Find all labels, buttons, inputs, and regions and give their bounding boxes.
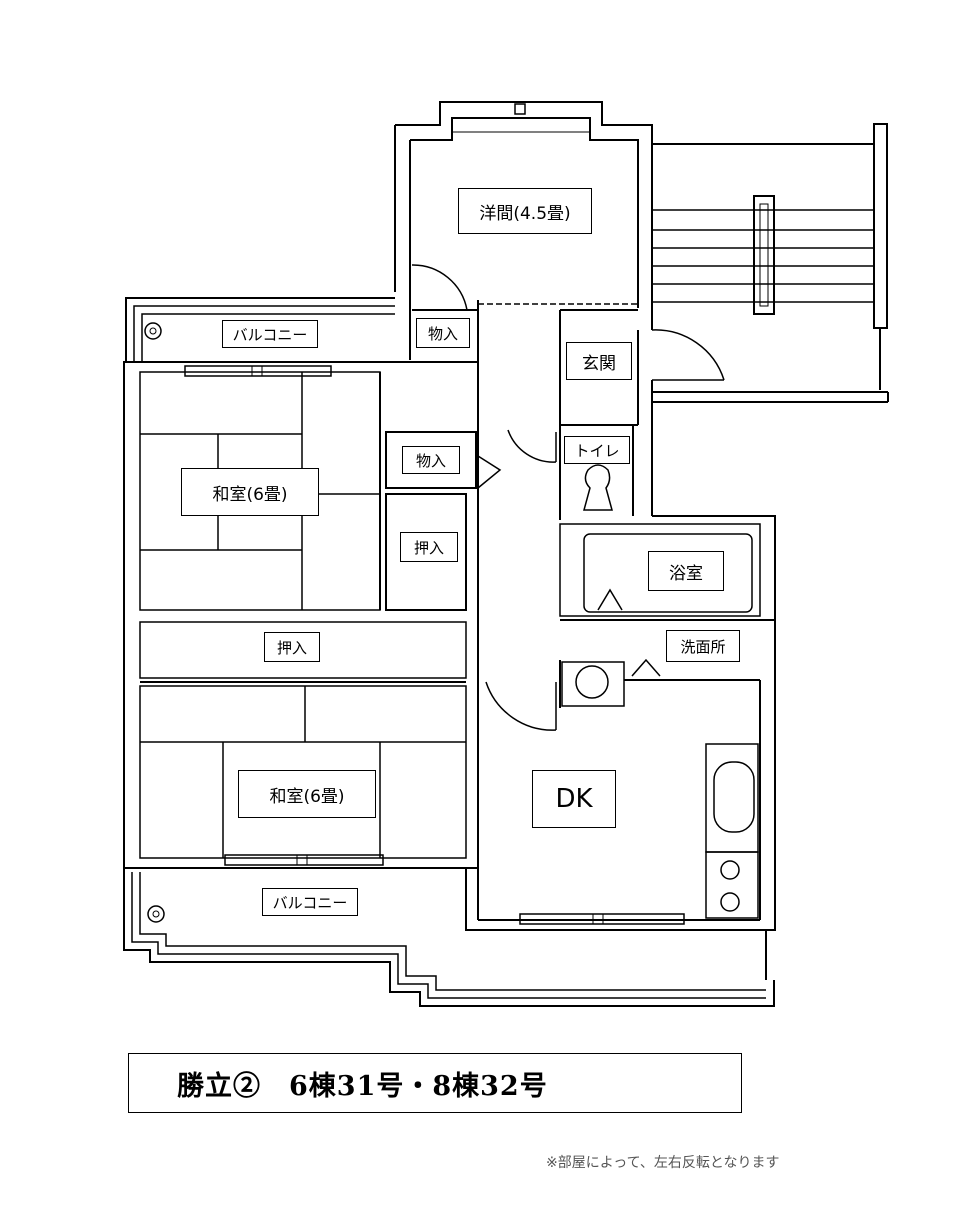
mirror-note: ※部屋によって、左右反転となります — [546, 1155, 780, 1171]
label-balcony-bottom: バルコニー — [262, 888, 358, 916]
building-caption: 勝立② 6棟31号・8棟32号 — [128, 1053, 742, 1113]
entrance-toilet-walls — [507, 309, 725, 520]
label-japanese-room-low: 和室(6畳) — [238, 770, 376, 818]
label-storage-mid: 物入 — [402, 446, 460, 474]
label-storage-top: 物入 — [416, 318, 470, 348]
label-toilet: トイレ — [564, 436, 630, 464]
label-western-room: 洋間(4.5畳) — [458, 188, 592, 234]
stairs — [652, 123, 889, 403]
label-closet-mid: 押入 — [400, 532, 458, 562]
label-bath: 浴室 — [648, 551, 724, 591]
western-room-walls — [394, 101, 653, 362]
bath-dk-walls — [465, 515, 776, 980]
balcony-bottom-outline — [123, 868, 775, 1007]
label-balcony-top: バルコニー — [222, 320, 318, 348]
label-dk: DK — [532, 770, 616, 828]
label-japanese-room-top: 和室(6畳) — [181, 468, 319, 516]
label-washroom: 洗面所 — [666, 630, 740, 662]
label-entrance: 玄関 — [566, 342, 632, 380]
label-closet-low: 押入 — [264, 632, 320, 662]
